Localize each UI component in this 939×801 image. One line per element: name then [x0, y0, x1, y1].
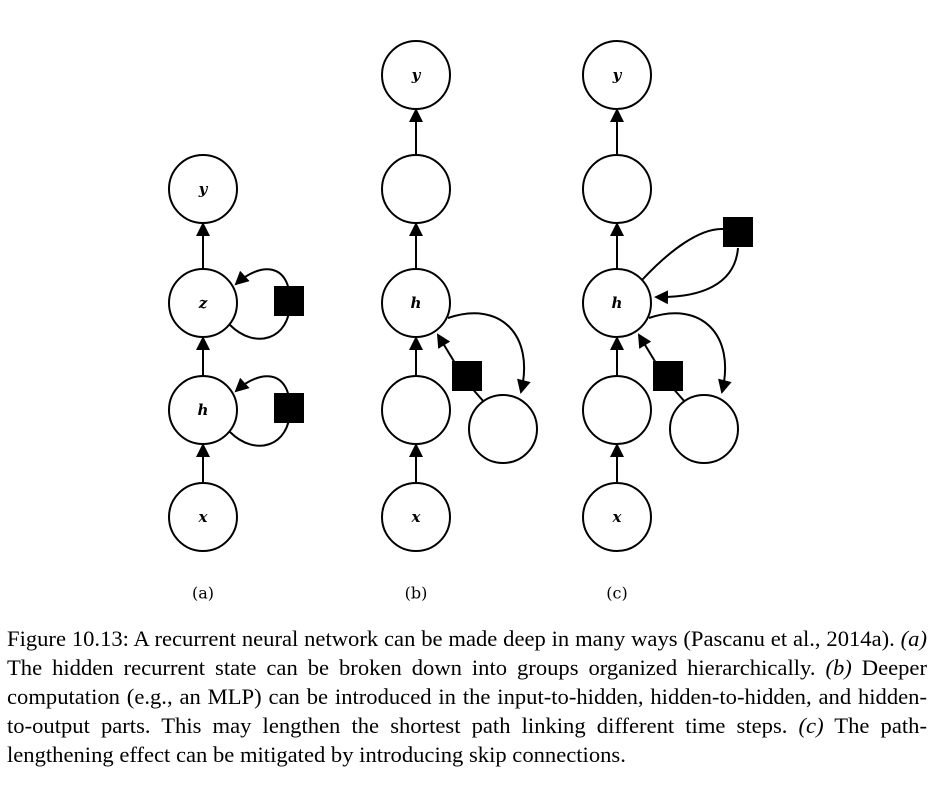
node-a-x [168, 482, 238, 552]
node-b-h [381, 268, 451, 338]
node-c-y [582, 40, 652, 110]
node-b-input-mlp [381, 375, 451, 445]
node-a-y [168, 154, 238, 224]
caption-part-4: The path-lengthening effect can be mitig… [7, 713, 927, 767]
panel-a-label: (a) [192, 584, 214, 603]
caption-part-3: Deeper computation (e.g., an MLP) can be… [7, 655, 927, 738]
delay-square-a-h [274, 393, 304, 423]
node-b-x [381, 482, 451, 552]
panel-a: y z h x (a) [168, 154, 304, 603]
node-c-input-mlp [582, 375, 652, 445]
panel-b-label: (b) [405, 584, 428, 603]
node-a-z-label: z [198, 294, 208, 312]
node-c-h [582, 268, 652, 338]
caption-tag-c: (c) [798, 713, 824, 738]
node-a-z [168, 268, 238, 338]
node-a-h-label: h [198, 401, 209, 419]
figure-caption: Figure 10.13: A recurrent neural network… [7, 624, 927, 769]
node-c-recurrent-mlp [669, 394, 739, 464]
node-b-h-label: h [411, 294, 422, 312]
node-c-h-label: h [612, 294, 623, 312]
delay-square-c-skip [723, 217, 753, 247]
node-b-x-label: x [411, 508, 422, 526]
node-b-output-mlp [381, 154, 451, 224]
caption-part-2: The hidden recurrent state can be broken… [7, 655, 826, 680]
node-c-x-label: x [612, 508, 623, 526]
node-c-y-label: y [612, 66, 623, 84]
node-c-output-mlp [582, 154, 652, 224]
panel-c-label: (c) [606, 584, 627, 603]
panel-b: y h x (b) [381, 40, 538, 603]
node-b-y-label: y [411, 66, 422, 84]
edge-b-h-to-side [447, 312, 531, 394]
caption-tag-b: (b) [825, 655, 852, 680]
node-a-y-label: y [198, 180, 209, 198]
edge-c-h-to-side [648, 312, 732, 394]
caption-part-1: Figure 10.13: A recurrent neural network… [7, 626, 901, 651]
edge-c-skip-in [654, 247, 739, 305]
caption-tag-a: (a) [900, 626, 927, 651]
delay-square-c [653, 361, 683, 391]
delay-square-a-z [274, 286, 304, 316]
node-c-x [582, 482, 652, 552]
node-a-x-label: x [198, 508, 209, 526]
node-a-h [168, 375, 238, 445]
rnn-depth-figure: y z h x (a) y h x (b) [168, 40, 753, 603]
node-b-recurrent-mlp [468, 394, 538, 464]
delay-square-b [452, 361, 482, 391]
node-b-y [381, 40, 451, 110]
panel-c: y h x (c) [582, 40, 753, 603]
edge-c-skip-out [641, 227, 724, 281]
